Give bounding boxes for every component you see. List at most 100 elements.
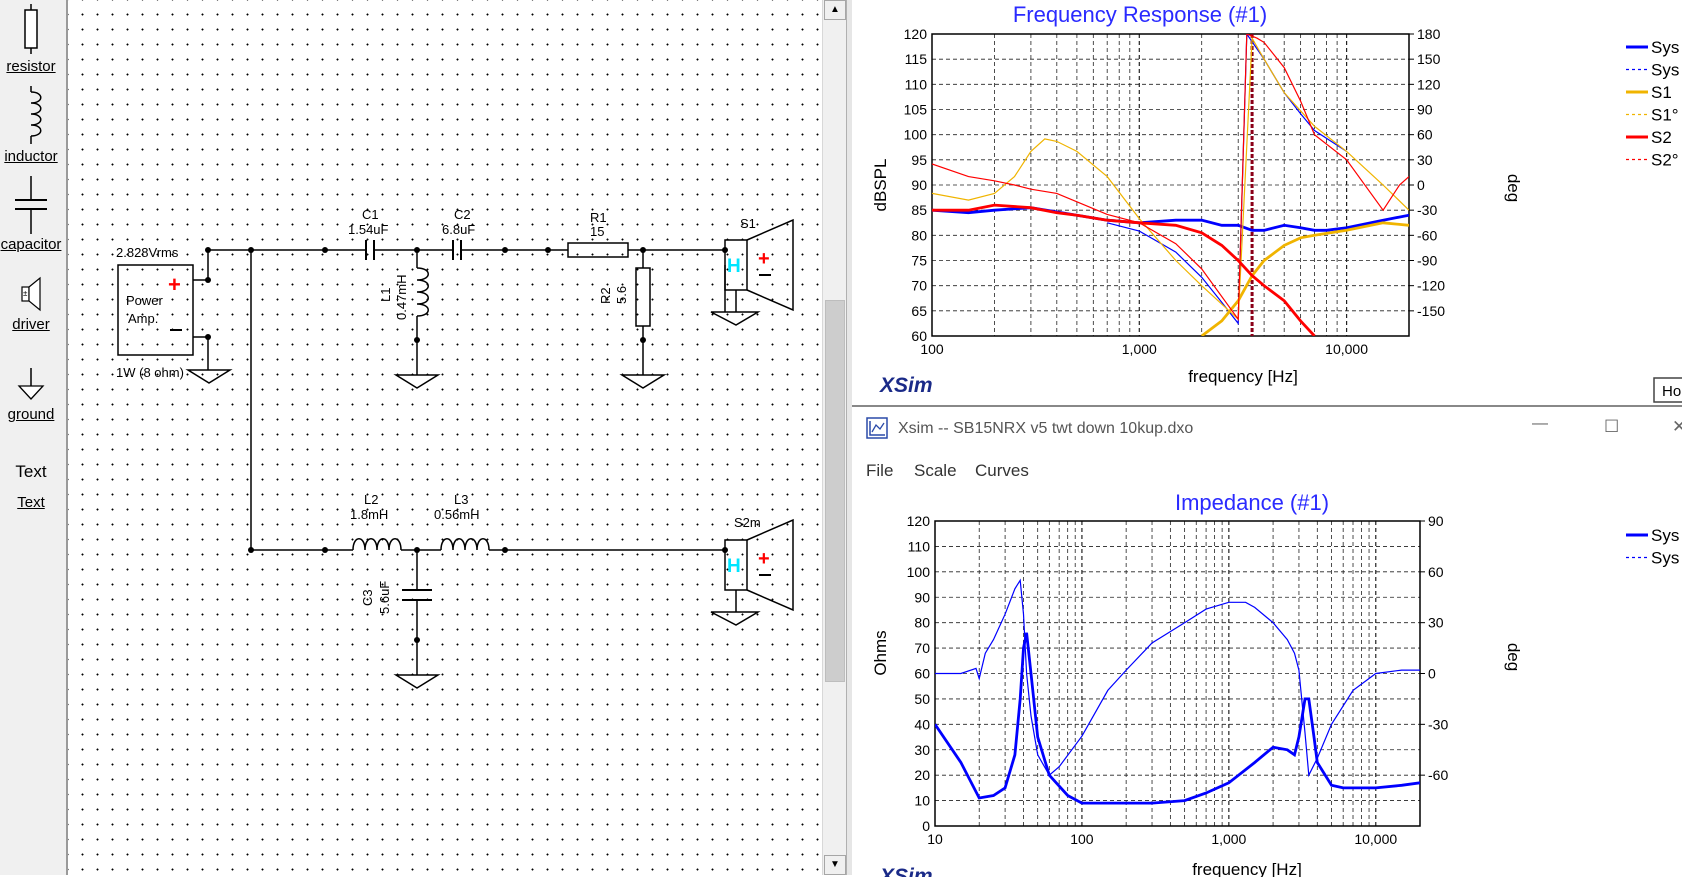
legend-label: Sys xyxy=(1651,549,1679,568)
y-tick-label: 115 xyxy=(905,51,928,67)
inductor-icon xyxy=(30,86,42,144)
series-line-5 xyxy=(932,34,1409,321)
menu-curves[interactable]: Curves xyxy=(975,461,1029,480)
y-tick-label: 65 xyxy=(911,303,927,319)
l2-name: L2 xyxy=(364,492,378,507)
schematic-scrollbar[interactable]: ▲ ▼ xyxy=(822,0,847,875)
amp-name-2: Amp. xyxy=(128,311,158,326)
maximize-icon[interactable]: ☐ xyxy=(1604,417,1620,436)
palette-text[interactable]: Text Text xyxy=(0,462,62,511)
legend-label: Sys xyxy=(1651,38,1679,57)
l1-name: L1 xyxy=(378,288,393,302)
pane-divider[interactable] xyxy=(846,0,853,875)
imp-ylabel: Ohms xyxy=(871,630,890,675)
y-tick-label: 50 xyxy=(914,691,930,707)
palette-ground[interactable]: ground xyxy=(0,366,62,423)
y-tick-label: 90 xyxy=(914,589,930,605)
y2-tick-label: 90 xyxy=(1417,102,1433,118)
series-line-0 xyxy=(935,632,1420,805)
c3-name: C3 xyxy=(360,589,375,606)
y2-tick-label: 0 xyxy=(1417,177,1425,193)
impedance-chart: Impedance (#1) Ohms deg frequency [Hz] X… xyxy=(871,490,1679,877)
palette-driver[interactable]: ± driver xyxy=(0,274,62,333)
text-icon: Text xyxy=(15,462,47,481)
legend-label: Sys xyxy=(1651,526,1679,545)
window-titlebar[interactable]: Xsim -- SB15NRX v5 twt down 10kup.dxo — … xyxy=(852,407,1682,453)
l2-value: 1.8mH xyxy=(350,507,388,522)
ground-icon xyxy=(17,368,45,400)
window-title: Xsim -- SB15NRX v5 twt down 10kup.dxo xyxy=(898,420,1194,437)
y-tick-label: 90 xyxy=(911,177,927,193)
y-tick-label: 20 xyxy=(914,767,930,783)
amp-rating: 1W (8 ohm) xyxy=(116,365,184,380)
c2-value: 6.8uF xyxy=(442,222,475,237)
fr-corner-button[interactable] xyxy=(1653,377,1682,403)
y-tick-label: 80 xyxy=(914,615,930,631)
y-tick-label: 100 xyxy=(904,127,928,143)
legend-label: S1 xyxy=(1651,83,1672,102)
fr-y2label: deg xyxy=(1504,174,1523,202)
c1-name: C1 xyxy=(362,207,379,222)
y2-tick-label: 30 xyxy=(1417,152,1433,168)
y2-tick-label: 120 xyxy=(1417,76,1441,92)
y-tick-label: 100 xyxy=(907,564,931,580)
y2-tick-label: -90 xyxy=(1417,253,1437,269)
scroll-up-icon[interactable]: ▲ xyxy=(824,0,846,20)
y2-tick-label: -60 xyxy=(1417,227,1437,243)
menu-file[interactable]: File xyxy=(866,461,894,480)
y2-tick-label: 60 xyxy=(1417,127,1433,143)
scroll-thumb[interactable] xyxy=(825,300,845,682)
y-tick-label: 60 xyxy=(911,328,927,344)
legend-label: Sys xyxy=(1651,61,1679,80)
menu-scale[interactable]: Scale xyxy=(914,461,957,480)
r1-name: R1 xyxy=(590,210,607,225)
frequency-response-chart: Frequency Response (#1) dBSPL deg freque… xyxy=(871,2,1682,403)
component-palette: resistor inductor capacitor ± driver xyxy=(0,0,68,875)
plot-frame xyxy=(931,33,1410,337)
imp-title: Impedance (#1) xyxy=(1175,490,1329,515)
legend-label: S2° xyxy=(1651,151,1679,170)
y-tick-label: 120 xyxy=(907,513,931,529)
y2-tick-label: -30 xyxy=(1417,202,1437,218)
s1-mark: H xyxy=(727,256,741,277)
palette-label-text: Text xyxy=(17,494,45,511)
series-line-1 xyxy=(935,578,1420,778)
fr-logo: XSim xyxy=(879,374,933,397)
legend-label: S2 xyxy=(1651,128,1672,147)
impedance-window: Xsim -- SB15NRX v5 twt down 10kup.dxo — … xyxy=(852,405,1682,877)
c2-name: C2 xyxy=(454,207,471,222)
x-tick-label: 1,000 xyxy=(1211,831,1246,847)
s2-mark: H xyxy=(727,556,741,577)
palette-inductor[interactable]: inductor xyxy=(0,86,62,165)
y-tick-label: 110 xyxy=(905,76,928,92)
r2-name: R2 xyxy=(598,287,613,304)
series-line-4 xyxy=(932,203,1316,336)
x-tick-label: 10,000 xyxy=(1325,341,1368,357)
imp-xlabel: frequency [Hz] xyxy=(1192,860,1302,877)
y2-tick-label: -150 xyxy=(1417,303,1445,319)
schematic-canvas[interactable]: + + + 2.828Vrms Power Amp. 1W (8 ohm) C1… xyxy=(68,0,822,875)
amp-name-1: Power xyxy=(126,293,164,308)
s1-name: S1 xyxy=(740,216,756,231)
c3-value: 5.6uF xyxy=(377,581,392,614)
y2-tick-label: 180 xyxy=(1417,26,1441,42)
legend-label: S1° xyxy=(1651,106,1679,125)
power-amp-box[interactable] xyxy=(117,264,194,356)
palette-capacitor[interactable]: capacitor xyxy=(0,176,62,253)
y-tick-label: 75 xyxy=(911,253,927,269)
resistor-icon xyxy=(24,4,38,54)
scroll-down-icon[interactable]: ▼ xyxy=(824,855,846,875)
palette-resistor[interactable]: resistor xyxy=(0,4,62,75)
l1-value: 0.47mH xyxy=(394,274,409,320)
xsim-app-icon xyxy=(866,417,888,439)
l3-name: L3 xyxy=(454,492,468,507)
minimize-icon[interactable]: — xyxy=(1532,415,1548,432)
y-tick-label: 70 xyxy=(911,278,927,294)
close-icon[interactable]: ✕ xyxy=(1672,417,1682,436)
x-tick-label: 1,000 xyxy=(1122,341,1157,357)
y-tick-label: 10 xyxy=(914,793,930,809)
amp-plus: + xyxy=(168,272,181,297)
r2-value: 5.6 xyxy=(614,286,629,304)
series-line-2 xyxy=(1200,221,1409,336)
palette-label-driver: driver xyxy=(12,316,50,333)
